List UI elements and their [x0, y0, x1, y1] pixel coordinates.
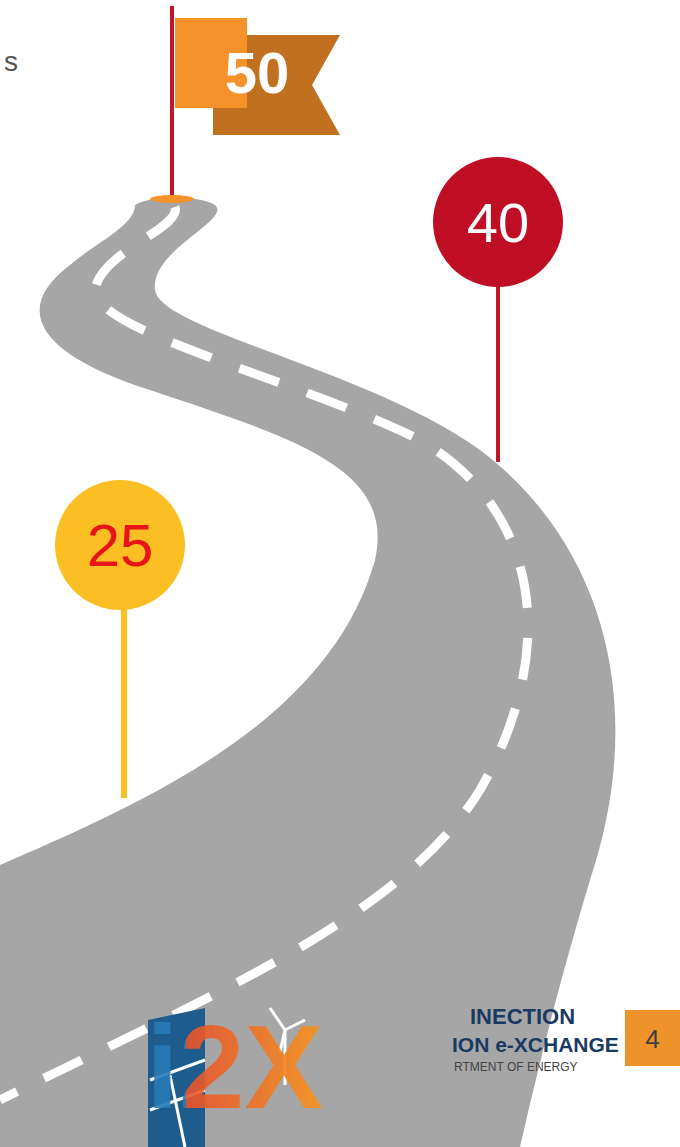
milestone-number: 40	[433, 195, 563, 251]
marker-pole	[496, 280, 500, 462]
milestone-number: 4	[625, 1026, 680, 1052]
road-centerline	[0, 207, 528, 1100]
marker-pole	[121, 605, 127, 798]
circle-fill	[433, 157, 563, 287]
road	[0, 198, 615, 1147]
box-fill	[625, 1010, 680, 1066]
cut-text: s	[4, 48, 18, 76]
page-number-box: 4	[625, 1010, 680, 1066]
flag-pole	[170, 6, 174, 198]
milestone-number: 50	[212, 44, 302, 102]
milestone-circle: 25	[55, 480, 185, 610]
logo-caption: INECTION	[470, 1006, 575, 1028]
milestone-flag: 50	[172, 18, 342, 136]
milestone-circle: 40	[433, 157, 563, 287]
logo-caption: ION e-XCHANGE	[452, 1034, 619, 1055]
flag-tail	[213, 35, 340, 135]
logo-text: i2X	[146, 1008, 323, 1126]
logo-caption: RTMENT OF ENERGY	[454, 1061, 578, 1073]
circle-fill	[55, 480, 185, 610]
flag-base	[150, 195, 194, 203]
milestone-number: 25	[55, 516, 185, 576]
